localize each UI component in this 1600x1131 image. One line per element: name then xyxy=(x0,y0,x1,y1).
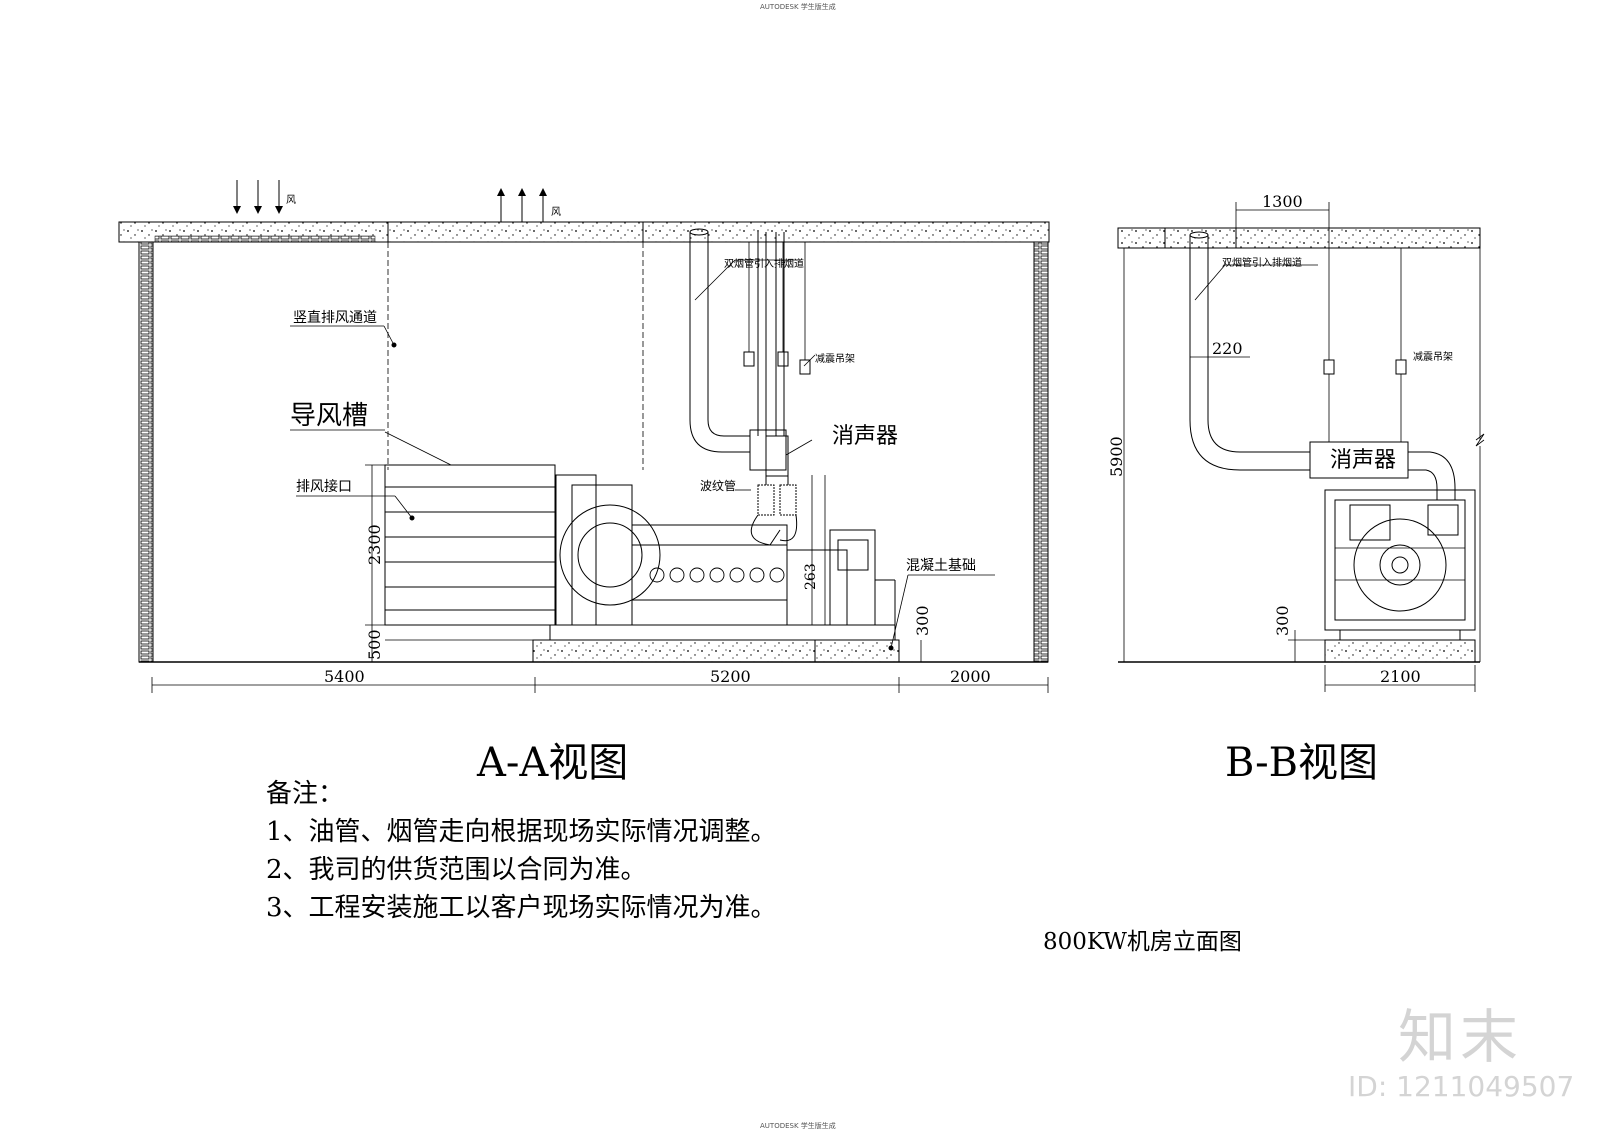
hanger-label-b: 减震吊架 xyxy=(1413,351,1453,363)
muffler-b xyxy=(1309,441,1409,479)
view-b-title: B-B视图 xyxy=(1225,740,1379,786)
wall-right-a xyxy=(1033,241,1049,663)
dim-b-220: 220 xyxy=(1212,339,1243,358)
drawing-title: 800KW机房立面图 xyxy=(1043,929,1242,955)
view-a-a xyxy=(118,180,1050,693)
generator-set-a xyxy=(549,474,896,641)
wall-left-a xyxy=(138,241,154,663)
vertical-channel-label: 竖直排风通道 xyxy=(293,309,377,326)
air-duct-hood xyxy=(290,429,556,626)
double-pipe-label-a: 双烟管引入排烟道 xyxy=(724,257,804,270)
dim-a-5200: 5200 xyxy=(710,667,751,686)
wind-arrows-down xyxy=(233,180,283,214)
dim-a-300: 300 xyxy=(913,605,932,636)
watermark-id: ID: 1211049507 xyxy=(1348,1070,1575,1103)
dim-a-2300: 2300 xyxy=(365,524,384,565)
note-item: 2、我司的供货范围以合同为准。 xyxy=(266,855,647,885)
watermark-logo: 知末 xyxy=(1398,1003,1523,1071)
concrete-foundation-b xyxy=(1324,639,1476,663)
muffler-label-a: 消声器 xyxy=(832,424,898,449)
bellows-label: 波纹管 xyxy=(700,478,736,493)
dim-b-1300: 1300 xyxy=(1262,192,1303,211)
exhaust-pipes-a xyxy=(689,228,826,625)
notes-block: 备注： 1、油管、烟管走向根据现场实际情况调整。 2、我司的供货范围以合同为准。… xyxy=(266,775,777,927)
notes-heading: 备注： xyxy=(266,779,345,809)
air-duct-label: 导风槽 xyxy=(290,401,368,431)
dimensions-a xyxy=(151,464,1049,693)
exhaust-port-label: 排风接口 xyxy=(296,478,352,495)
view-a-title: A-A视图 xyxy=(477,740,629,786)
autodesk-stamp-top: AUTODESK 学生版生成 xyxy=(760,3,836,11)
dim-b-2100: 2100 xyxy=(1380,667,1421,686)
dim-a-5400: 5400 xyxy=(324,667,365,686)
muffler-label-b: 消声器 xyxy=(1330,448,1396,473)
dim-b-5900: 5900 xyxy=(1107,436,1126,477)
dimensions-b xyxy=(1118,202,1476,692)
concrete-base-label: 混凝土基础 xyxy=(906,557,976,574)
dim-b-300: 300 xyxy=(1273,605,1292,636)
view-b-b xyxy=(1117,202,1485,692)
wind-label-left: 风 xyxy=(286,194,296,206)
dim-a-500: 500 xyxy=(365,629,384,660)
ceiling-slab-b xyxy=(1117,227,1481,249)
concrete-foundation-a xyxy=(532,639,816,663)
hanger-label-a: 减震吊架 xyxy=(815,353,855,365)
note-item: 3、工程安装施工以客户现场实际情况为准。 xyxy=(266,893,777,923)
wind-label-right: 风 xyxy=(551,206,561,218)
note-item: 1、油管、烟管走向根据现场实际情况调整。 xyxy=(266,817,777,847)
autodesk-stamp-bottom: AUTODESK 学生版生成 xyxy=(760,1122,836,1130)
dim-a-263: 263 xyxy=(803,563,819,590)
double-pipe-label-b: 双烟管引入排烟道 xyxy=(1222,256,1302,269)
dim-a-2000: 2000 xyxy=(950,667,991,686)
wind-arrows-up xyxy=(497,188,547,222)
generator-set-b xyxy=(1324,489,1476,641)
